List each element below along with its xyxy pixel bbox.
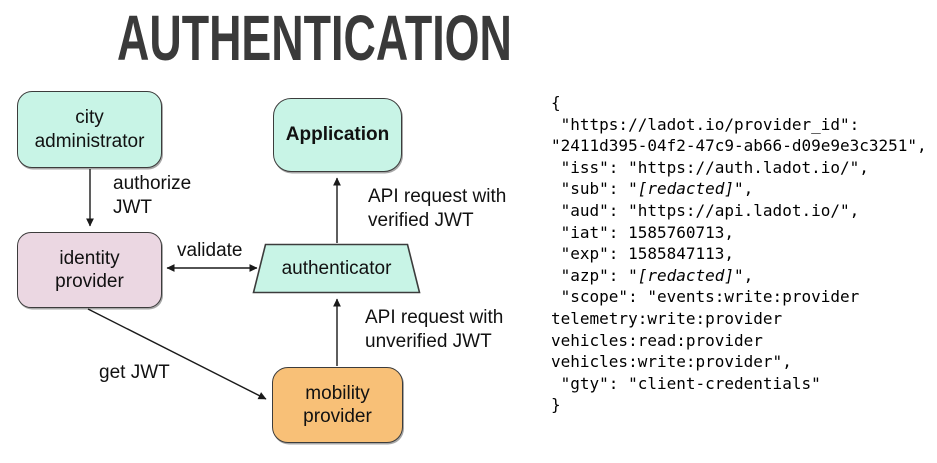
edge-label-authorize-jwt: authorize JWT	[113, 173, 192, 218]
code-block: { "https://ladot.io/provider_id":"2411d3…	[551, 93, 927, 415]
arrow-get-jwt	[87, 308, 267, 400]
node-application: Application	[273, 98, 402, 172]
node-city-administrator: city administrator	[17, 91, 162, 168]
page-title: AUTHENTICATION	[117, 2, 512, 74]
edge-label-get-jwt: get JWT	[99, 362, 170, 383]
edge-label-verified-request: API request with verified JWT	[368, 186, 507, 231]
node-mobility-provider: mobility provider	[272, 367, 403, 443]
edge-label-unverified-request: API request with unverified JWT	[365, 307, 504, 352]
edge-label-validate: validate	[177, 240, 243, 261]
node-identity-provider: identity provider	[17, 232, 162, 308]
node-authenticator-label: authenticator	[281, 257, 392, 279]
